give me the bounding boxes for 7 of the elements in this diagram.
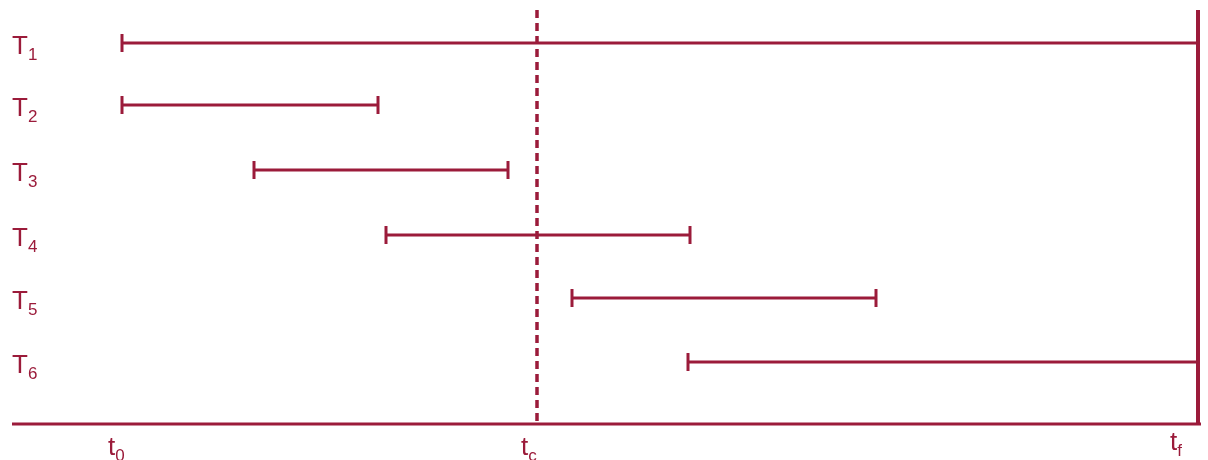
row-label: T$_{5}$ (12, 285, 38, 322)
time-label: t$_{f}$ (1170, 426, 1182, 460)
row-label: T$_{1}$ (12, 30, 38, 67)
row-label: T$_{3}$ (12, 157, 38, 194)
row-label: T$_{2}$ (12, 92, 38, 129)
row-label: T$_{6}$ (12, 349, 38, 386)
row-label: T$_{4}$ (12, 222, 38, 259)
